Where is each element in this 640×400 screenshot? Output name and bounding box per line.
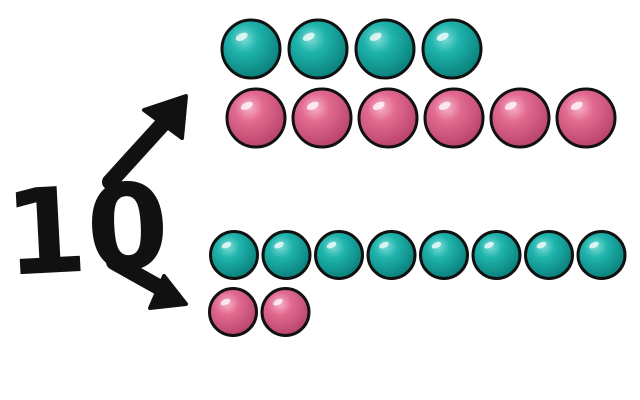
teal-bead (576, 230, 627, 280)
lower-bead-group (208, 230, 627, 337)
arrow-down-right (106, 254, 188, 310)
teal-bead (366, 230, 417, 280)
pink-bead (260, 287, 311, 337)
arrow-up-right (102, 94, 188, 190)
teal-bead (209, 230, 259, 280)
teal-bead (421, 18, 483, 80)
teal-bead (524, 230, 574, 280)
pink-bead (489, 87, 551, 149)
pink-bead (208, 287, 258, 337)
pink-bead (225, 87, 287, 149)
pink-bead (291, 87, 353, 149)
teal-bead (419, 230, 469, 280)
pink-bead (357, 87, 419, 149)
teal-bead (261, 230, 312, 280)
teal-bead (314, 230, 364, 280)
teal-bead (220, 18, 282, 80)
teal-bead (471, 230, 522, 280)
pink-bead (423, 87, 485, 149)
teal-bead (287, 18, 349, 80)
teal-bead (354, 18, 416, 80)
upper-bead-group (220, 18, 617, 149)
pink-bead (555, 87, 617, 149)
